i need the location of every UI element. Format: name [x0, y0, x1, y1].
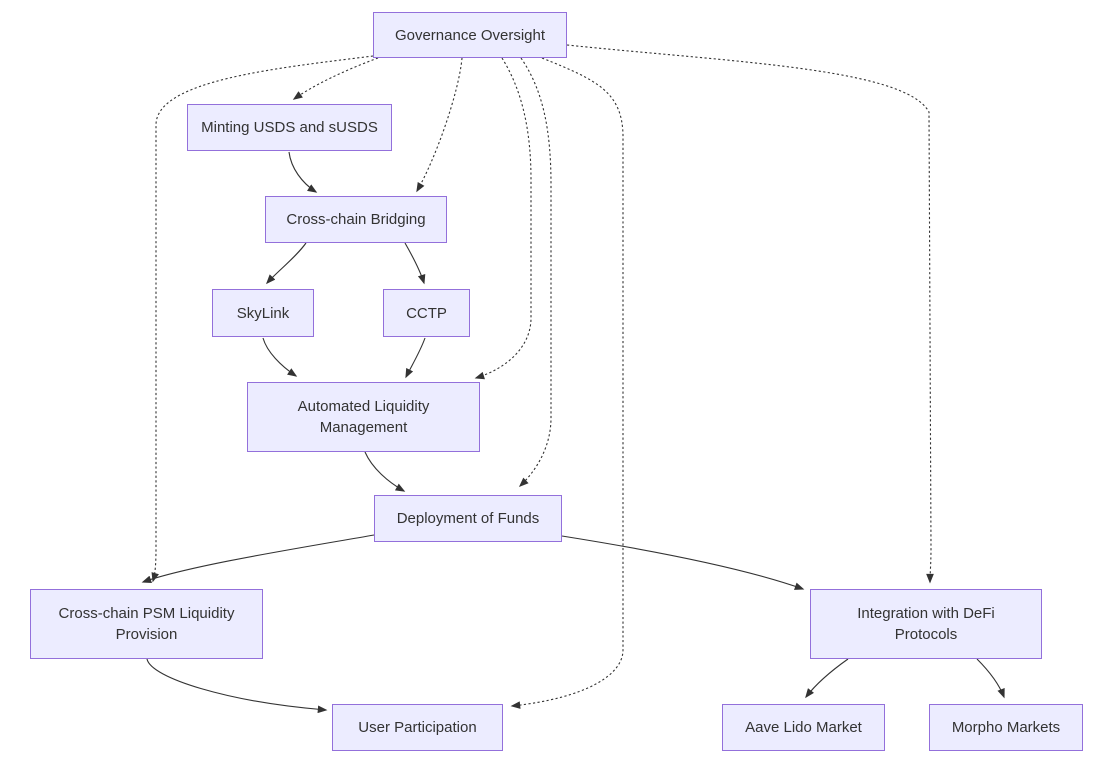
edge-cctp-to-alm	[405, 337, 426, 379]
edge-psm-to-user	[146, 658, 328, 714]
node-cross-chain-bridging: Cross-chain Bridging	[265, 196, 447, 243]
edge-skylink-to-alm	[262, 337, 298, 377]
node-label: Cross-chain Bridging	[286, 211, 426, 228]
edge-bridging-to-skylink	[266, 242, 307, 285]
edge-deployment-to-psm	[141, 534, 375, 583]
node-label: Cross-chain PSM Liquidity Provision	[58, 605, 235, 643]
edge-governance-to-minting	[292, 57, 379, 100]
node-morpho-markets: Morpho Markets	[929, 704, 1083, 751]
edge-deployment-to-integration	[561, 535, 805, 590]
edge-governance-to-user	[510, 57, 624, 709]
node-governance-oversight: Governance Oversight	[373, 12, 567, 58]
node-user-participation: User Participation	[332, 704, 503, 751]
node-label: Morpho Markets	[951, 719, 1061, 736]
node-label: User Participation	[358, 719, 477, 736]
edge-minting-to-bridging	[288, 151, 318, 193]
node-label: Integration with DeFi Protocols	[857, 605, 995, 643]
node-label: Governance Oversight	[394, 26, 546, 44]
node-deployment-of-funds: Deployment of Funds	[374, 495, 562, 542]
edge-governance-to-bridging	[416, 57, 463, 193]
node-label: CCTP	[406, 304, 447, 322]
node-integration-with-defi-protocols: Integration with DeFi Protocols	[810, 589, 1042, 659]
node-aave-lido-market: Aave Lido Market	[722, 704, 885, 751]
edge-integration-to-morpho	[976, 658, 1005, 699]
edge-bridging-to-cctp	[404, 242, 426, 285]
node-label: Minting USDS and sUSDS	[201, 119, 378, 136]
node-label: Deployment of Funds	[396, 510, 540, 527]
node-automated-liquidity-management: Automated Liquidity Management	[247, 382, 480, 452]
node-label: Automated Liquidity Management	[297, 398, 430, 436]
edge-governance-to-integration	[566, 44, 934, 584]
node-cctp: CCTP	[383, 289, 470, 337]
edge-governance-to-deployment	[518, 57, 552, 487]
node-skylink: SkyLink	[212, 289, 314, 337]
edge-integration-to-aave	[805, 658, 849, 699]
edge-governance-to-alm	[474, 57, 532, 380]
node-label: Aave Lido Market	[745, 719, 862, 736]
node-minting-usds: Minting USDS and sUSDS	[187, 104, 392, 151]
node-label: SkyLink	[236, 304, 290, 322]
node-cross-chain-psm-liquidity-provision: Cross-chain PSM Liquidity Provision	[30, 589, 263, 659]
edge-alm-to-deployment	[364, 451, 406, 492]
